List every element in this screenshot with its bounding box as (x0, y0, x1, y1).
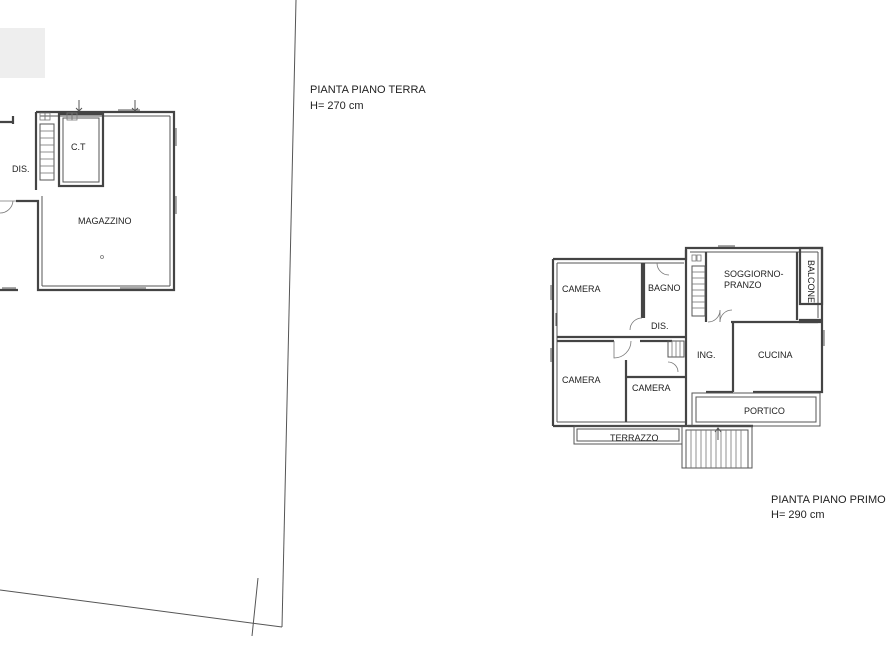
ff-ing-label: ING. (697, 350, 716, 360)
ff-soggiorno-label-2: PRANZO (724, 280, 762, 290)
ff-camera-top-label: CAMERA (562, 284, 601, 294)
ff-dis-label: DIS. (651, 321, 669, 331)
ff-portico-label: PORTICO (744, 406, 785, 416)
first-floor-plan: CAMERA BAGNO SOGGIORNO- PRANZO BALCONE D… (550, 245, 825, 469)
gf-ct-label: C.T (71, 142, 86, 152)
ff-camera-mid-label: CAMERA (632, 383, 671, 393)
first-floor-title: PIANTA PIANO PRIMO (771, 494, 886, 506)
grey-patch (0, 28, 45, 78)
gf-dis-label: DIS. (12, 164, 30, 174)
ground-floor-plan: DIS. C.T MAGAZZINO (0, 100, 177, 292)
ff-bagno-label: BAGNO (648, 283, 681, 293)
ff-cucina-label: CUCINA (758, 350, 793, 360)
lot-boundary (0, 0, 297, 637)
ff-camera-left-label: CAMERA (562, 375, 601, 385)
ff-terrazzo-label: TERRAZZO (610, 433, 659, 443)
ground-floor-height: H= 270 cm (310, 100, 364, 112)
gf-magazzino-label: MAGAZZINO (78, 216, 132, 226)
ground-floor-title: PIANTA PIANO TERRA (310, 84, 426, 96)
first-floor-height: H= 290 cm (771, 509, 825, 521)
ff-soggiorno-label-1: SOGGIORNO- (724, 269, 784, 279)
ff-balcone-label: BALCONE (806, 260, 816, 303)
